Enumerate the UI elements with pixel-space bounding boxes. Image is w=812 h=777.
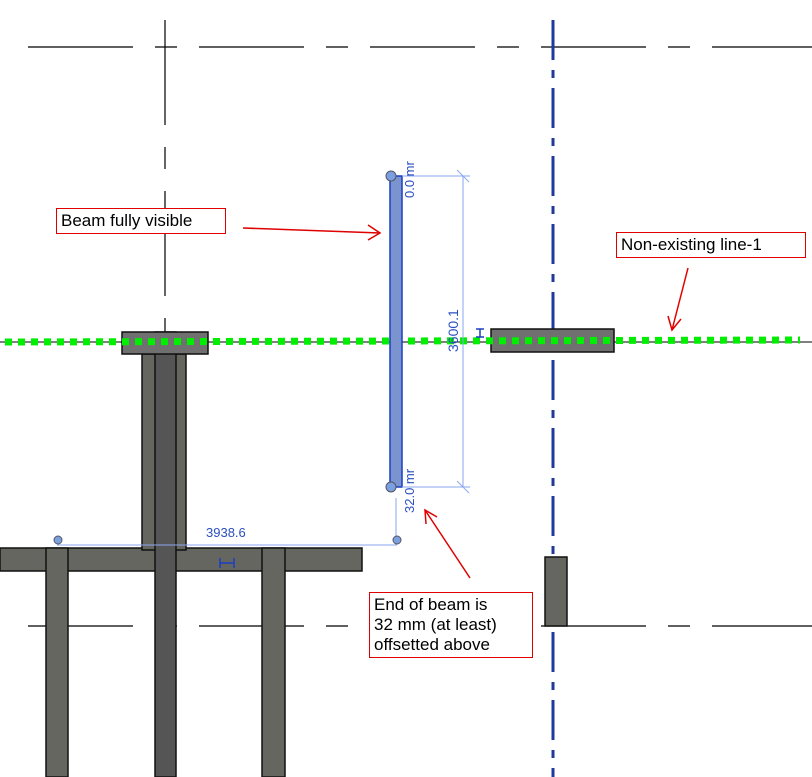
callout-beam-visible: Beam fully visible [56,208,226,234]
dimension-grip-right[interactable] [392,535,402,545]
selected-beam[interactable] [389,175,403,488]
ibeam-symbol-icon [476,328,484,338]
callout-arrows [242,224,689,579]
beam-start-grip[interactable] [385,170,397,182]
beam-length-dimension[interactable]: 3600.1 [445,309,461,352]
dimension-grip-left[interactable] [53,535,63,545]
top-offset-label[interactable]: 0.0 mr [402,160,417,198]
non-existing-line[interactable] [4,336,801,346]
ibeam-symbol-small-icon [219,558,235,568]
column-left [45,547,69,777]
beam-end-grip[interactable] [385,481,397,493]
small-column[interactable] [544,556,568,627]
callout-line: End of beam is [374,595,488,614]
callout-line: offsetted above [374,635,490,654]
left-structure[interactable] [0,331,363,777]
callout-non-existing-line: Non-existing line-1 [616,232,806,258]
horizontal-dimension-value[interactable]: 3938.6 [206,525,246,540]
callout-line: 32 mm (at least) [374,615,497,634]
beam-dimension[interactable] [395,169,470,545]
bottom-offset-label[interactable]: 32.0 mr [402,468,417,513]
callout-end-offset: End of beam is 32 mm (at least) offsette… [369,592,533,658]
column-right [261,547,286,777]
column-core [154,331,177,777]
